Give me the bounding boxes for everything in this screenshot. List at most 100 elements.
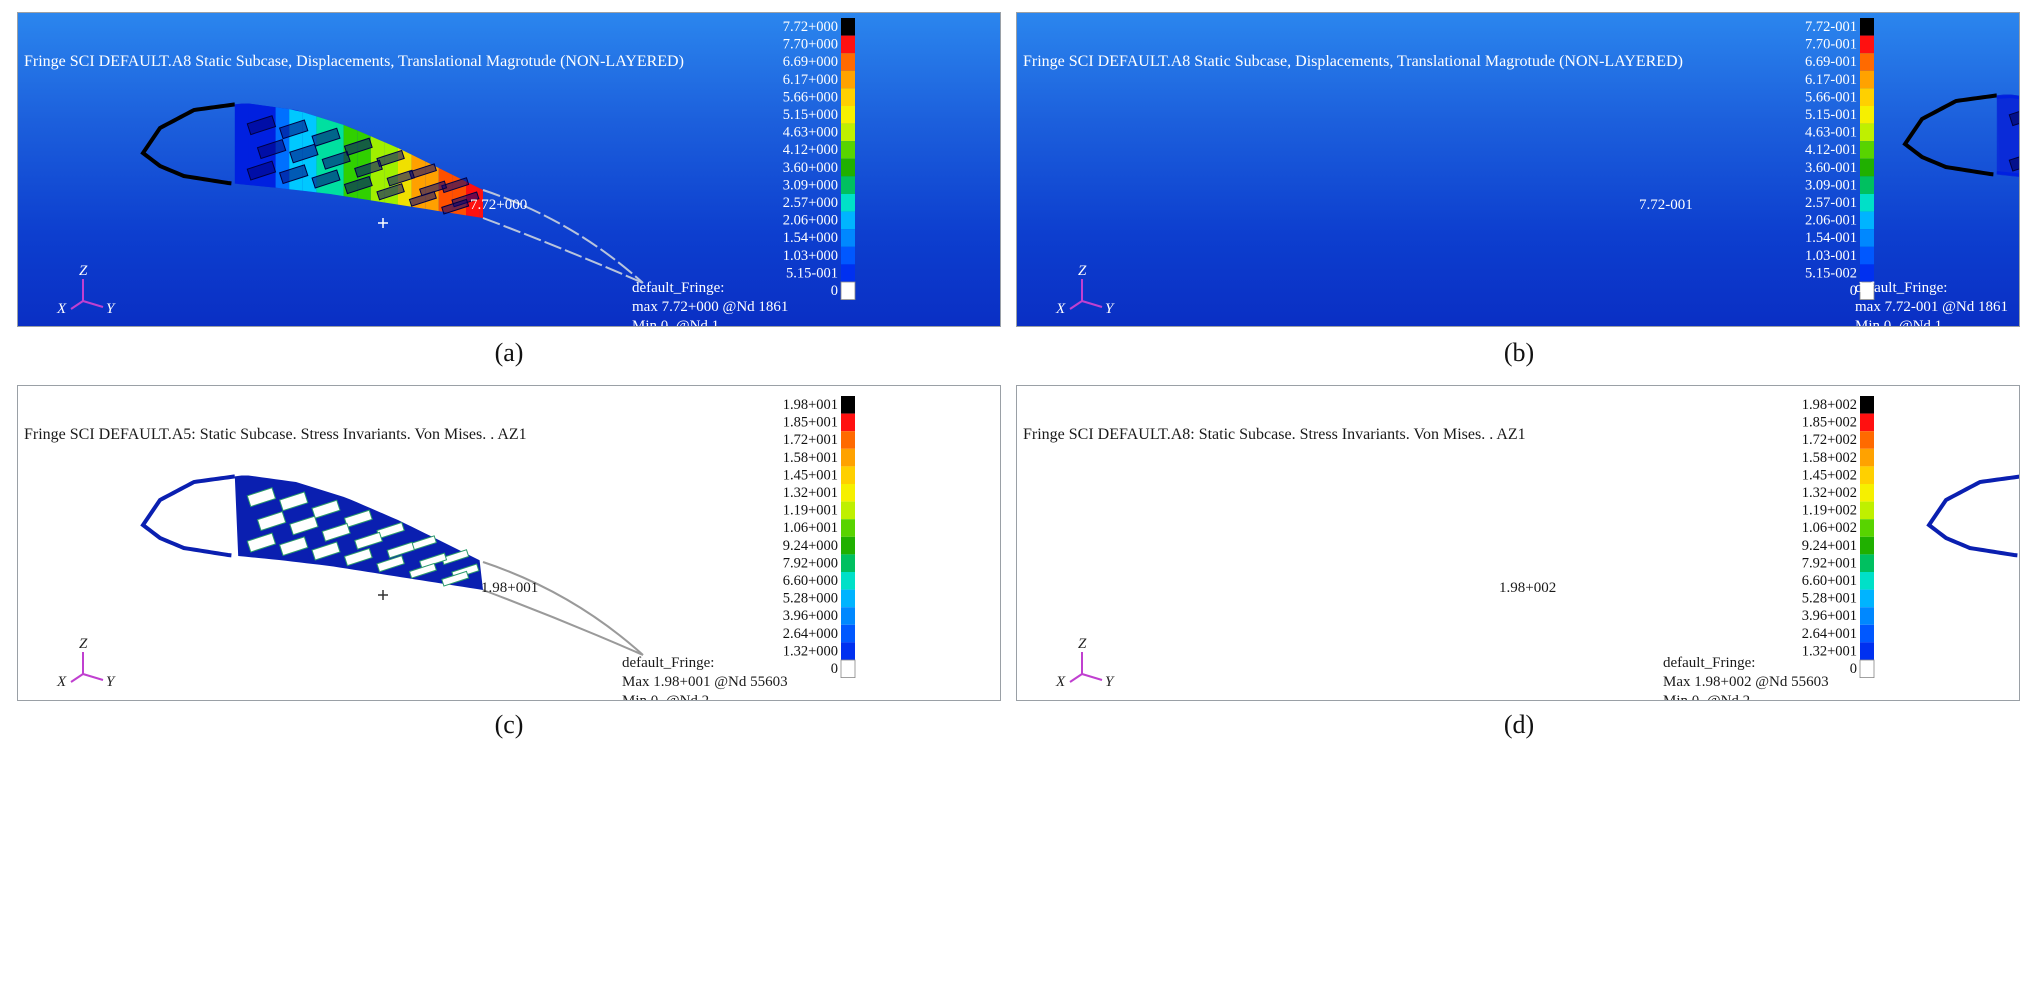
legend-label: 3.09+000 <box>783 177 838 193</box>
triad-y-axis <box>1081 300 1103 308</box>
lattice-cell <box>386 169 416 187</box>
panel-title: Fringe SCI DEFAULT.A8: Static Subcase. S… <box>1023 426 1526 443</box>
lattice-cell <box>343 509 373 528</box>
triad-x-axis <box>1069 300 1083 310</box>
lattice-cell <box>386 541 416 559</box>
legend-bar: 1.98+0011.85+0011.72+0011.58+0011.45+001… <box>783 396 856 679</box>
legend-swatch <box>841 396 855 414</box>
lattice-cell <box>311 499 341 519</box>
legend-label: 1.32+002 <box>1802 485 1857 501</box>
legend-swatch <box>1860 642 1874 660</box>
legend-label: 6.69+000 <box>783 54 838 70</box>
legend-label: 6.69-001 <box>1805 54 1857 70</box>
legend-label: 1.19+002 <box>1802 503 1857 519</box>
probe-label: 1.98+001 <box>481 580 539 596</box>
legend-label: 1.19+001 <box>783 503 838 519</box>
triad-x-label: X <box>1055 301 1066 317</box>
trailing-edge-upper <box>482 189 644 284</box>
legend-label: 5.15-001 <box>1805 107 1857 123</box>
leading-edge-skin <box>140 474 236 558</box>
lattice-cell <box>256 511 287 532</box>
legend-label: 2.64+001 <box>1802 626 1857 642</box>
legend-swatch <box>841 589 855 608</box>
fringe-edge <box>2010 172 2019 177</box>
legend-label: 1.72+001 <box>783 432 838 448</box>
legend-swatch <box>1860 607 1874 625</box>
lattice-cell <box>246 115 277 136</box>
legend-swatch <box>841 554 855 572</box>
legend-swatch <box>841 264 855 282</box>
legend-label: 2.64+000 <box>783 626 838 642</box>
caption-c: (c) <box>494 710 524 739</box>
legend-swatch <box>1860 229 1874 247</box>
leading-edge-tip <box>143 153 164 168</box>
legend-swatch <box>841 448 855 467</box>
fringe-info-line: Min 0. @Nd 1 <box>1855 318 1943 327</box>
lattice-cell <box>343 137 373 156</box>
lattice-cell <box>278 536 309 557</box>
leading-edge-skin <box>1926 474 2019 558</box>
lattice-cell <box>354 531 383 550</box>
legend-swatch <box>841 607 855 625</box>
trailing-edge-lower <box>482 589 644 656</box>
legend-label: 1.98+002 <box>1802 397 1857 413</box>
legend-swatch <box>841 18 855 36</box>
lattice-cell <box>321 522 351 542</box>
lattice-cell <box>408 190 437 207</box>
legend-swatch <box>1859 281 1875 301</box>
legend-label: 1.06+002 <box>1802 520 1857 536</box>
fringe-info-line: default_Fringe: <box>622 655 715 671</box>
legend-swatch <box>1860 53 1874 71</box>
fringe-info-line: Max 1.98+002 @Nd 55603 <box>1663 674 1829 690</box>
leading-edge-tip <box>1929 525 1950 540</box>
triad-x-axis <box>70 673 84 683</box>
triad-x-axis <box>1069 673 1083 683</box>
legend-swatch <box>1860 554 1874 572</box>
legend-label: 0 <box>1850 661 1857 677</box>
panel-c: Fringe SCI DEFAULT.A5: Static Subcase. S… <box>17 385 1001 701</box>
trailing-edge-lower <box>482 217 644 284</box>
fringe-edge <box>1996 171 2011 176</box>
triad-y-label: Y <box>1105 674 1115 690</box>
lattice-cell <box>256 139 287 160</box>
legend-swatch <box>1860 211 1874 230</box>
lattice-cell <box>441 198 470 215</box>
legend-swatch <box>841 106 855 124</box>
fringe-info-line: default_Fringe: <box>632 280 725 296</box>
lattice-cell <box>343 175 373 195</box>
legend-swatch <box>841 176 855 194</box>
legend-swatch <box>841 88 855 106</box>
triad-z-label: Z <box>79 263 88 279</box>
legend-label: 1.32+000 <box>783 643 838 659</box>
legend-swatch <box>1860 106 1874 124</box>
fringe-info: default_Fringe: Max 1.98+002 @Nd 55603 M… <box>1663 654 1829 700</box>
legend-label: 7.70-001 <box>1805 37 1857 53</box>
legend-label: 3.60-001 <box>1805 160 1857 176</box>
legend-swatch <box>841 53 855 71</box>
legend-label: 6.60+001 <box>1802 573 1857 589</box>
legend-swatch <box>1860 466 1874 484</box>
triad-z-label: Z <box>79 636 88 652</box>
legend-label: 2.57+000 <box>783 195 838 211</box>
lattice-cell <box>278 164 309 185</box>
legend-swatch <box>841 642 855 660</box>
fringe-info-line: Max 1.98+001 @Nd 55603 <box>622 674 788 690</box>
legend-label: 6.60+000 <box>783 573 838 589</box>
legend-label: 5.66-001 <box>1805 89 1857 105</box>
legend-swatch <box>840 281 856 301</box>
legend-swatch <box>1860 431 1874 449</box>
legend-label: 1.72+002 <box>1802 432 1857 448</box>
legend-swatch <box>841 536 855 555</box>
triad-x-label: X <box>56 301 67 317</box>
lattice-cell <box>246 532 277 553</box>
fringe-info-line: max 7.72-001 @Nd 1861 <box>1855 299 2008 315</box>
legend-swatch <box>841 572 855 590</box>
legend-label: 0 <box>831 661 838 677</box>
triad-y-axis <box>82 673 104 681</box>
legend-swatch <box>1860 158 1874 177</box>
fringe-band <box>234 103 249 185</box>
legend-label: 1.54-001 <box>1805 230 1857 246</box>
